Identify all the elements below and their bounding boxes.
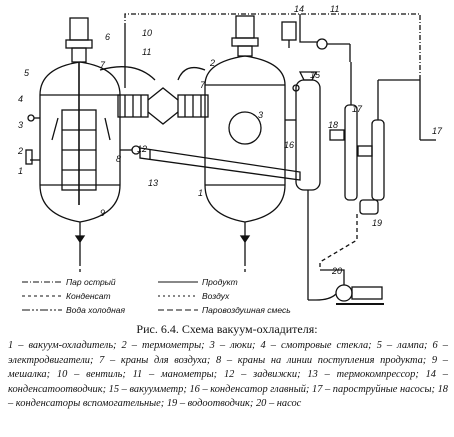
legend — [22, 281, 198, 311]
legend-item-steam-air-mix: Паровоздушная смесь — [202, 305, 291, 315]
left-vessel — [25, 17, 141, 262]
figure-explanation: 1 – вакуум-охладитель; 2 – термометры; 3… — [8, 340, 448, 410]
label-4: 4 — [18, 94, 23, 104]
label-7-left: 7 — [100, 60, 106, 70]
label-2-left: 2 — [17, 146, 23, 156]
right-vessel — [204, 15, 296, 262]
label-5: 5 — [24, 68, 30, 78]
label-13: 13 — [148, 178, 158, 188]
label-3: 3 — [18, 120, 23, 130]
vacuum-cooler-diagram: 6 5 4 3 2 1 7 8 9 10 11 12 13 2 7 3 1 14… — [17, 4, 443, 315]
label-18: 18 — [328, 120, 338, 130]
aux-condensers — [329, 62, 436, 215]
legend-item-condensate: Конденсат — [66, 291, 111, 301]
legend-item-product: Продукт — [202, 277, 238, 287]
label-9: 9 — [100, 208, 105, 218]
main-condenser — [292, 71, 321, 300]
thermocompressor — [139, 147, 301, 181]
label-16: 16 — [284, 140, 294, 150]
connector-units — [99, 66, 209, 125]
label-3-right: 3 — [258, 110, 263, 120]
condensate-lines — [79, 214, 358, 272]
legend-item-air: Воздух — [202, 291, 230, 301]
label-17-b: 17 — [432, 126, 443, 136]
label-19: 19 — [372, 218, 382, 228]
label-7-right: 7 — [200, 80, 206, 90]
label-17-a: 17 — [352, 104, 363, 114]
label-1-right: 1 — [198, 188, 203, 198]
figure-caption: Рис. 6.4. Схема вакуум-охладителя: — [136, 322, 318, 336]
label-11-left: 11 — [142, 47, 151, 57]
label-2-right: 2 — [209, 58, 215, 68]
top-pipeline — [124, 13, 421, 88]
legend-item-cold-water: Вода холодная — [66, 305, 126, 315]
label-15: 15 — [310, 70, 321, 80]
legend-item-live-steam: Пар острый — [66, 277, 116, 287]
label-20: 20 — [331, 266, 342, 276]
label-14: 14 — [294, 4, 304, 14]
label-6: 6 — [105, 32, 110, 42]
label-12: 12 — [137, 144, 147, 154]
label-10: 10 — [142, 28, 152, 38]
pump — [308, 269, 384, 305]
label-11-right: 11 — [330, 4, 339, 14]
label-8: 8 — [116, 154, 121, 164]
label-1-left: 1 — [18, 166, 23, 176]
